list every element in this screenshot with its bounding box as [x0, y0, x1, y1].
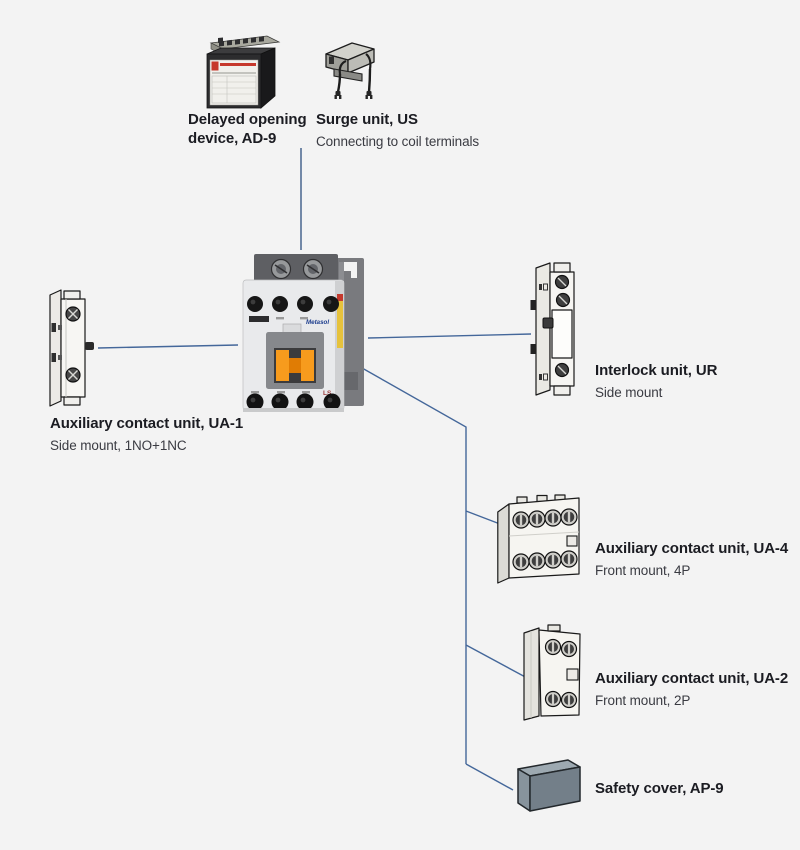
line-contactor-to-interlock [367, 333, 532, 339]
surge-unit-device-image [316, 38, 382, 102]
ua1-title: Auxiliary contact unit, UA-1 [50, 415, 244, 432]
contactor-logo-text: LS [323, 390, 332, 397]
interlock-label: Interlock unit, UR Side mount [595, 362, 795, 401]
interlock-device-image [530, 258, 582, 400]
contactor-brand-text: Metasol [306, 319, 329, 326]
line-branch-ap9 [465, 763, 514, 791]
surge-label: Surge unit, US Connecting to coil termin… [316, 111, 496, 150]
ua1-device-image [46, 287, 98, 409]
ua1-subtitle: Side mount, 1NO+1NC [50, 437, 187, 453]
ad9-device-image [199, 34, 283, 112]
ua2-device-image [522, 623, 584, 723]
ad9-label: Delayed opening device, AD-9 [188, 111, 318, 149]
interlock-subtitle: Side mount [595, 384, 663, 400]
ad9-title-line1: Delayed opening [188, 111, 307, 128]
ua4-title: Auxiliary contact unit, UA-4 [595, 540, 789, 557]
ad9-title-line2: device, AD-9 [188, 129, 277, 147]
ua4-device-image [497, 494, 583, 584]
line-ua1-to-contactor [97, 344, 239, 349]
surge-title: Surge unit, US [316, 111, 418, 128]
contactor-image: Metasol LS [240, 252, 365, 414]
ua4-subtitle: Front mount, 4P [595, 562, 691, 578]
ap9-label: Safety cover, AP-9 [595, 780, 795, 799]
ua1-label: Auxiliary contact unit, UA-1 Side mount,… [50, 415, 290, 454]
ua2-title: Auxiliary contact unit, UA-2 [595, 670, 789, 687]
ua4-label: Auxiliary contact unit, UA-4 Front mount… [595, 540, 800, 579]
line-branch-ua2 [465, 644, 530, 680]
safety-cover-device-image [512, 757, 584, 813]
line-branch-ua4 [465, 510, 501, 525]
interlock-title: Interlock unit, UR [595, 362, 718, 379]
surge-subtitle: Connecting to coil terminals [316, 133, 480, 149]
ua2-subtitle: Front mount, 2P [595, 692, 691, 708]
ap9-title: Safety cover, AP-9 [595, 780, 724, 797]
ua2-label: Auxiliary contact unit, UA-2 Front mount… [595, 670, 800, 709]
